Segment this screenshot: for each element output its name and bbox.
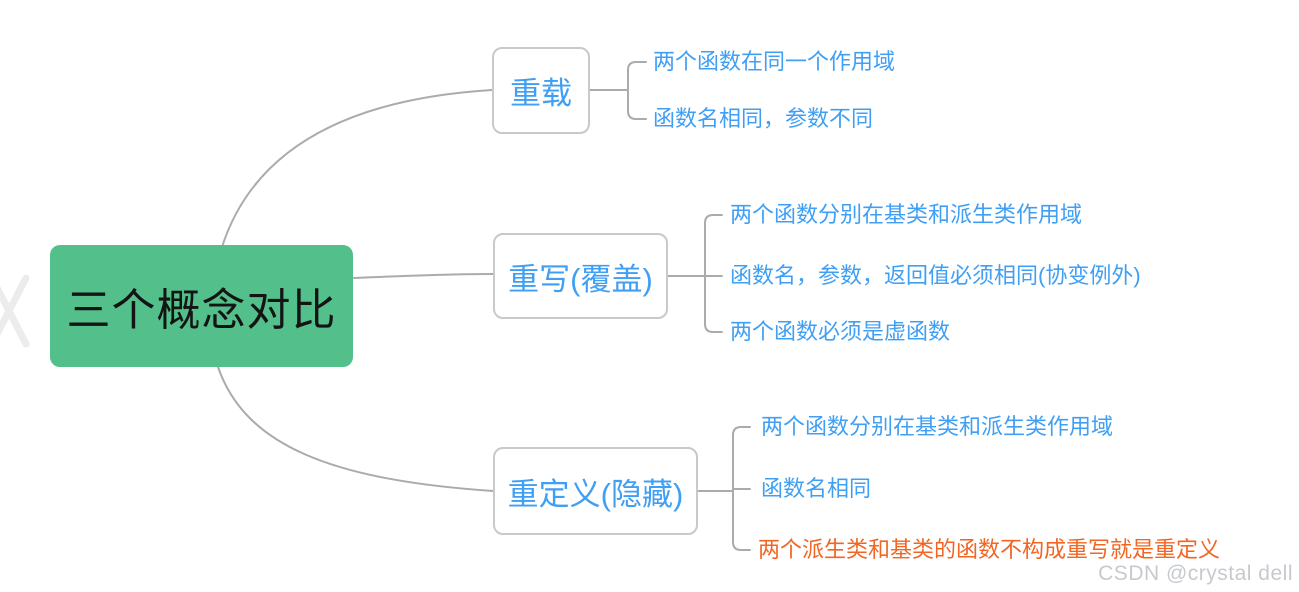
bracket-overload: [589, 61, 647, 120]
bracket-redefine: [697, 426, 751, 551]
curve-root-to-redefine: [217, 366, 494, 492]
leaf-redefine-1[interactable]: 两个函数分别在基类和派生类作用域: [761, 413, 1114, 439]
leaf-overload-1[interactable]: 两个函数在同一个作用域: [653, 48, 896, 74]
left-edge-x-icon: [0, 274, 30, 348]
leaf-override-3[interactable]: 两个函数必须是虚函数: [730, 318, 951, 344]
leaf-redefine-3-highlight[interactable]: 两个派生类和基类的函数不构成重写就是重定义: [758, 536, 1221, 562]
branch-topic-override[interactable]: 重写(覆盖): [493, 233, 668, 319]
leaf-overload-2[interactable]: 函数名相同，参数不同: [653, 105, 874, 131]
curve-root-to-overload: [221, 89, 493, 248]
leaf-override-1[interactable]: 两个函数分别在基类和派生类作用域: [730, 201, 1083, 227]
root-topic[interactable]: 三个概念对比: [50, 245, 353, 367]
csdn-watermark: CSDN @crystal dell: [1098, 562, 1293, 585]
branch-topic-redefine[interactable]: 重定义(隐藏): [493, 447, 698, 535]
bracket-override: [667, 214, 723, 333]
branch-leaf-brackets: [589, 61, 751, 551]
branch-topic-overload[interactable]: 重载: [492, 47, 590, 134]
root-branch-curves: [217, 89, 494, 492]
curve-root-to-override: [353, 273, 494, 279]
leaf-override-2[interactable]: 函数名，参数，返回值必须相同(协变例外): [730, 262, 1141, 288]
leaf-redefine-2[interactable]: 函数名相同: [761, 475, 872, 501]
